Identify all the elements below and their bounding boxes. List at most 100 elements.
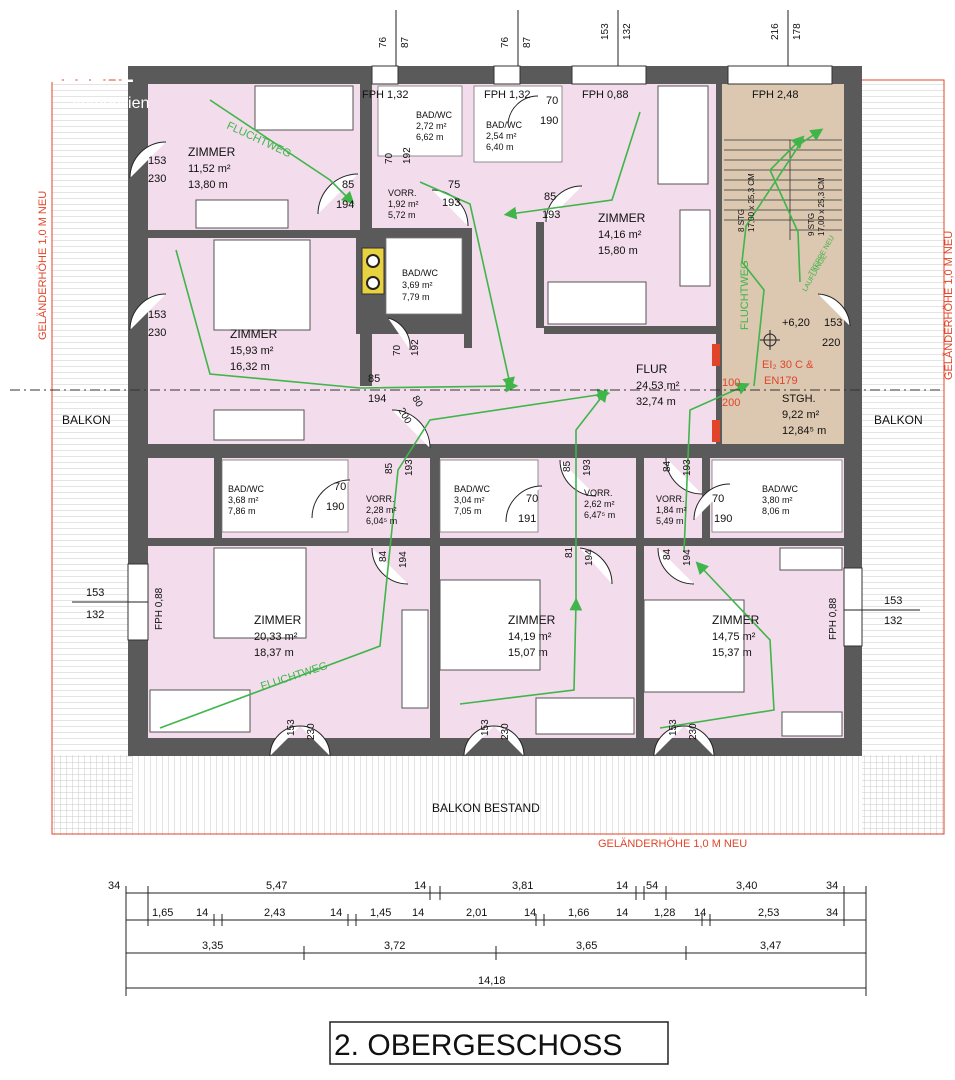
- door-dim: 84: [662, 548, 673, 560]
- stair-run: 8 STG: [737, 209, 746, 232]
- door-dim: 193: [582, 459, 593, 476]
- stair-level: +6,20: [782, 317, 810, 329]
- fph-label: FPH 1,32: [484, 89, 530, 101]
- wardrobe: [195, 199, 289, 229]
- room-area: 15,93 m²: [230, 345, 274, 357]
- door-dim: 70: [526, 493, 538, 505]
- room-area: 18,37 m: [254, 647, 294, 659]
- wall: [148, 444, 844, 458]
- svg-text:14: 14: [412, 907, 424, 919]
- title-box: [329, 1021, 669, 1065]
- page-title: 2. OBERGESCHOSS: [334, 1029, 622, 1062]
- door-dim: 193: [682, 459, 693, 476]
- wall: [372, 228, 468, 234]
- stair-run: 17,00 x 25,3 CM: [817, 177, 826, 236]
- balcony-bottom-area: [52, 755, 944, 835]
- room-name: BAD/WC: [486, 120, 523, 130]
- svg-text:2,53: 2,53: [758, 907, 779, 919]
- svg-text:54: 54: [646, 880, 658, 892]
- door-dim: 70: [546, 95, 558, 107]
- window: [843, 567, 863, 647]
- bed: [657, 85, 709, 185]
- door-dim: 194: [368, 393, 386, 405]
- svg-text:14,18: 14,18: [478, 975, 506, 987]
- door-dim: 192: [402, 147, 413, 164]
- window-dim: 153: [86, 587, 104, 599]
- svg-text:3,40: 3,40: [736, 880, 757, 892]
- fph-label: FPH 0,88: [582, 89, 628, 101]
- fph-label: FPH 2,48: [752, 89, 798, 101]
- door-dim: 85: [342, 179, 354, 191]
- room-area: 3,04 m²: [454, 495, 485, 505]
- bed: [547, 281, 647, 325]
- svg-text:34: 34: [108, 880, 120, 892]
- window-dim: 76: [378, 36, 389, 48]
- door-dim: 84: [378, 550, 389, 562]
- balcony-right-area: [862, 80, 944, 834]
- room-area: 16,32 m: [230, 361, 270, 373]
- room-name: ZIMMER: [254, 613, 302, 627]
- bed: [643, 599, 745, 693]
- door-dim: 153: [480, 719, 491, 736]
- svg-text:1,65: 1,65: [152, 907, 173, 919]
- svg-text:2,01: 2,01: [466, 907, 487, 919]
- balcony-label-bottom: BALKON BESTAND: [432, 801, 540, 815]
- level-marker-icon: [760, 330, 780, 350]
- logo-subtext: Immobilien: [72, 95, 149, 112]
- dim-row-4: 14,18: [478, 975, 506, 987]
- room-hall-mid: [470, 234, 544, 344]
- room-area: 5,49 m: [656, 516, 684, 526]
- window-dim: 132: [86, 609, 104, 621]
- door-dim: 200: [722, 397, 740, 409]
- door-dim: 153: [148, 309, 166, 321]
- room-name: BAD/WC: [762, 484, 799, 494]
- room-area: 14,19 m²: [508, 631, 552, 643]
- room-area: 9,22 m²: [782, 409, 820, 421]
- svg-text:3,35: 3,35: [202, 940, 223, 952]
- wall: [636, 458, 644, 738]
- door-dim: 190: [540, 115, 558, 127]
- fire-door-label: EI₂ 30 C &: [762, 359, 814, 371]
- bad-wc-2: [473, 85, 563, 163]
- svg-text:3,81: 3,81: [512, 880, 533, 892]
- room-area: 2,72 m²: [416, 121, 447, 131]
- door-dim: 230: [306, 723, 317, 740]
- room-name: ZIMMER: [188, 145, 236, 159]
- room-area: 6,40 m: [486, 142, 514, 152]
- door-dim: 80: [409, 394, 424, 410]
- balcony-label-right: BALKON: [874, 413, 923, 427]
- window-dim: 87: [522, 36, 533, 48]
- logo-text: ELLEAL: [48, 62, 134, 87]
- wall: [536, 222, 544, 328]
- svg-text:14: 14: [330, 907, 342, 919]
- wall: [430, 458, 440, 738]
- railing-label-bottom: GELÄNDERHÖHE 1,0 M NEU: [598, 838, 747, 850]
- chimney-flue: [366, 276, 380, 290]
- fire-door-label: EN179: [764, 375, 798, 387]
- room-area: 32,74 m: [636, 396, 676, 408]
- window-dim: 216: [770, 23, 781, 40]
- door-dim: 194: [682, 549, 693, 566]
- room-area: 15,07 m: [508, 647, 548, 659]
- window-dim: 132: [884, 615, 902, 627]
- railing-label-left: GELÄNDERHÖHE 1,0 M NEU: [37, 191, 49, 340]
- wall: [148, 538, 844, 546]
- window: [371, 65, 399, 85]
- door-dim: 85: [544, 191, 556, 203]
- wardrobe: [213, 409, 305, 441]
- desk: [781, 711, 843, 737]
- window: [727, 65, 833, 85]
- door-dim: 81: [564, 546, 575, 558]
- escape-route-label: FLUCHTWEG: [739, 260, 751, 330]
- svg-text:14: 14: [616, 880, 628, 892]
- window-dim: 178: [792, 23, 803, 40]
- room-area: 6,62 m: [416, 132, 444, 142]
- door-dim: 153: [668, 719, 679, 736]
- dim-row-1: 34 5,47 14 3,81 14 54 3,40 34: [108, 880, 838, 892]
- window-dim: 76: [500, 36, 511, 48]
- svg-text:3,65: 3,65: [576, 940, 597, 952]
- room-area: 1,84 m²: [656, 505, 687, 515]
- door-dim: 153: [824, 317, 842, 329]
- room-name: BAD/WC: [402, 268, 439, 278]
- room-area: 2,28 m²: [366, 505, 397, 515]
